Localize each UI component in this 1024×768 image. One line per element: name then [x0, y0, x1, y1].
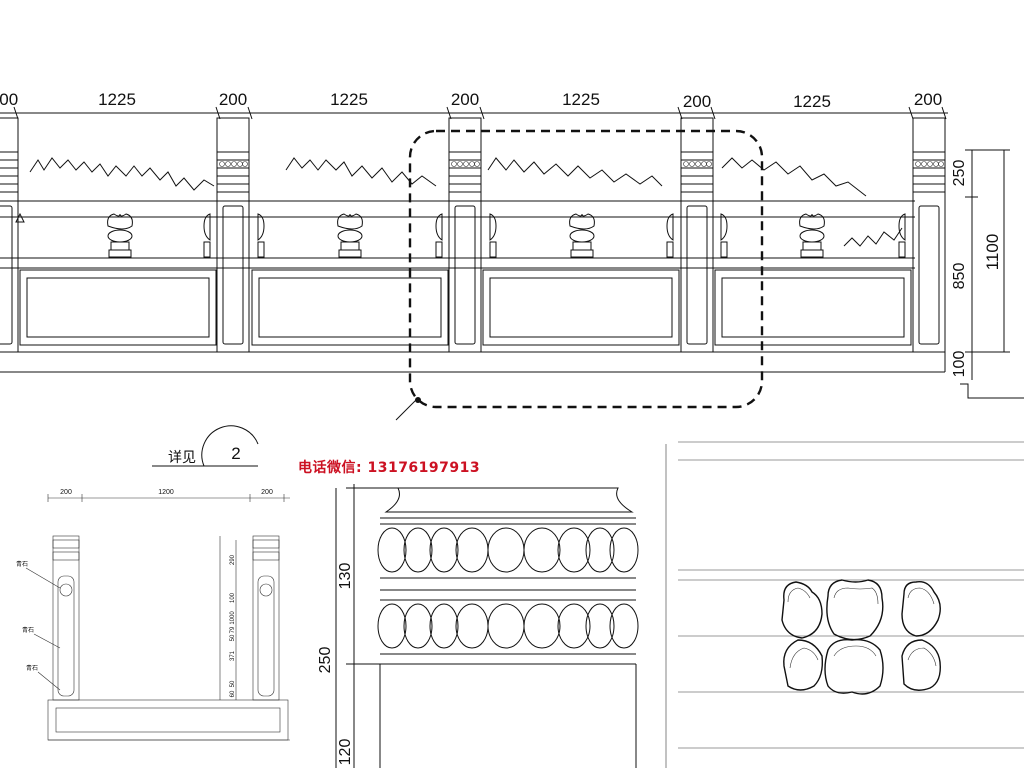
dim-label: 1225: [793, 92, 831, 111]
dim-label: 1225: [330, 90, 368, 109]
detail-callout-label: 详见: [168, 449, 196, 465]
detail-callout: 详见 2: [152, 425, 259, 467]
section-dim-left: 200: [60, 489, 72, 496]
section-vdim: 60: [230, 690, 236, 697]
section-dim-right: 200: [261, 489, 273, 496]
section-vdim: 100: [230, 592, 236, 603]
dim-label: 200: [683, 92, 711, 111]
section-vdim: 371: [230, 650, 236, 661]
material-label: 青石: [26, 664, 38, 672]
pillar-dim-120: 120: [337, 739, 354, 766]
pillar-dim-130: 130: [337, 563, 354, 590]
contact-text: 电话微信: 13176197913: [298, 460, 481, 476]
detail-highlight-box: [408, 129, 764, 409]
balustrade-posts: [0, 117, 946, 353]
vdim-1100: 1100: [983, 234, 1002, 271]
dim-label: 200: [914, 90, 942, 109]
dim-label: 200: [0, 90, 18, 109]
vdim-100: 100: [951, 351, 968, 378]
vertical-dimension: 250 850 100 1100: [951, 149, 1010, 380]
dim-label: 1225: [98, 90, 136, 109]
vdim-250: 250: [951, 160, 968, 187]
section-dim-mid: 1200: [158, 489, 174, 496]
section-drawing: 200 1200 200 290 1000 100: [16, 489, 290, 741]
material-label: 青石: [22, 626, 34, 634]
dim-label: 200: [219, 90, 247, 109]
top-elevation: 200 1225 200 1225 200 1225 200 1225 200: [0, 90, 1024, 421]
dim-label: 200: [451, 90, 479, 109]
section-vdim: 50: [230, 634, 236, 641]
vdim-850: 850: [951, 263, 968, 290]
dim-label: 1225: [562, 90, 600, 109]
section-vdim: 50: [230, 680, 236, 687]
section-vdim: 1000: [230, 611, 236, 625]
lotus-detail: [665, 441, 1024, 768]
material-label: 青石: [16, 560, 28, 568]
section-vdim: 290: [230, 554, 236, 565]
detail-callout-number: 2: [231, 444, 240, 463]
foliage: [29, 157, 903, 247]
balustrade-panels: [19, 269, 912, 346]
section-vdim: 79: [230, 626, 236, 633]
lotus-ornaments: [15, 212, 906, 258]
pillar-detail: 130 250 120: [317, 484, 639, 768]
pillar-dim-250: 250: [317, 647, 334, 674]
